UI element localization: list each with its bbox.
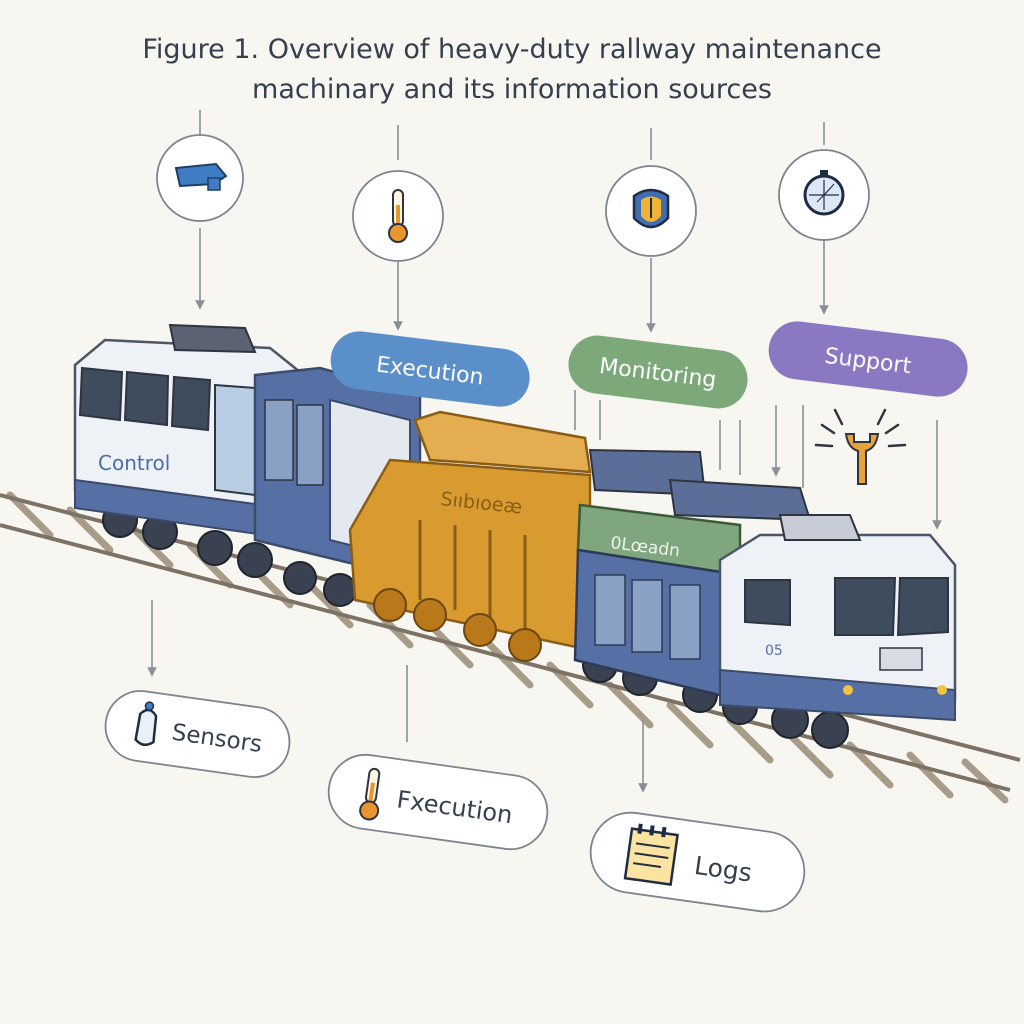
top-category-labels: Execution Monitoring Support — [330, 321, 968, 409]
shield-gauge-icon — [632, 188, 670, 229]
top-icon-nodes — [156, 134, 870, 262]
connector-lines — [147, 110, 942, 793]
control-cab: Control — [73, 323, 302, 542]
execution-source-pill: Fxecution — [327, 753, 549, 851]
thermometer-icon — [388, 189, 408, 243]
orange-structure-car: Sııbıoeæ — [348, 410, 592, 662]
caption-line-2: machinary and its information sources — [252, 74, 772, 105]
top-node-device — [156, 134, 244, 222]
green-equipment-car: 0Lœadn — [573, 448, 812, 702]
figure-caption: Figure 1. Overview of heavy-duty rallway… — [112, 30, 912, 110]
logs-pill: Logs — [589, 811, 806, 913]
monitoring-pill: Monitoring — [568, 335, 748, 409]
control-car-label: Control — [98, 451, 170, 475]
wrench-icon — [814, 408, 907, 485]
logbook-icon — [623, 823, 679, 886]
maintenance-train: Control — [73, 323, 957, 749]
sensor-probe-icon — [134, 701, 158, 747]
caption-line-1: Figure 1. Overview of heavy-duty rallway… — [142, 34, 882, 65]
cab-number-label: 05 — [765, 643, 783, 659]
bottom-source-labels: Sensors Fxecution — [104, 690, 806, 913]
blue-device-icon — [174, 162, 228, 191]
thermometer-icon — [359, 767, 381, 821]
execution-pill: Execution — [330, 331, 530, 407]
support-pill: Support — [768, 321, 968, 397]
rail-near — [0, 523, 1011, 792]
top-node-shield — [605, 165, 697, 257]
sensors-pill: Sensors — [104, 690, 291, 778]
top-node-thermometer — [352, 170, 444, 262]
top-node-compass — [778, 149, 870, 241]
compass-icon — [803, 170, 845, 216]
orange-car-wheels — [373, 588, 542, 662]
rear-cab: 05 — [718, 514, 957, 722]
